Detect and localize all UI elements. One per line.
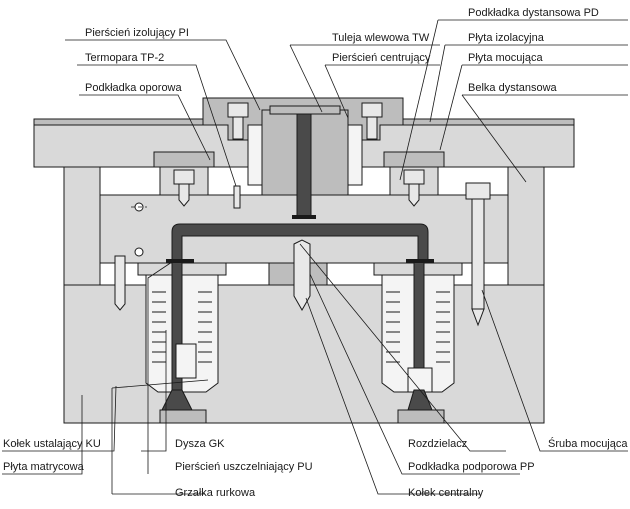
label-pierscien-uszczelniajacy: Pierścień uszczelniający PU — [175, 461, 313, 473]
label-podkladka-oporowa: Podkładka oporowa — [85, 82, 183, 94]
central-pin — [293, 239, 311, 312]
label-termopara: Termopara TP-2 — [85, 52, 164, 64]
spacer-beam-left — [63, 166, 101, 286]
leader-lines — [2, 19, 628, 495]
spacer-beam-right — [507, 166, 545, 286]
flow-channel — [171, 223, 429, 263]
label-kolek-centralny: Kołek centralny — [408, 487, 484, 499]
label-podkladka-dystansowa: Podkładka dystansowa PD — [468, 7, 599, 19]
label-podkladka-podporowa: Podkładka podporowa PP — [408, 461, 535, 473]
label-sruba-mocujaca: Śruba mocująca — [548, 437, 628, 450]
nozzle-right — [373, 259, 463, 424]
locating-dowel — [114, 255, 126, 311]
spacer-washer-right — [383, 151, 445, 168]
label-plyta-matrycowa: Płyta matrycowa — [3, 461, 85, 473]
sprue-channel — [296, 109, 312, 219]
label-kolek-ustalajacy: Kołek ustalający KU — [3, 438, 101, 450]
centering-ring-right — [347, 124, 363, 186]
label-grzalka: Grzałka rurkowa — [175, 487, 256, 499]
label-tuleja-wlewowa: Tuleja wlewowa TW — [332, 32, 430, 44]
label-pierscien-centrujacy: Pierścień centrujący — [332, 52, 431, 64]
label-belka-dystansowa: Belka dystansowa — [468, 82, 558, 94]
label-pierscien-izolujacy: Pierścień izolujący PI — [85, 27, 189, 39]
sprue-tip — [292, 215, 316, 219]
pad-bolt-right — [403, 169, 425, 207]
nozzle-left — [137, 259, 227, 424]
top-bolt-right — [361, 102, 383, 140]
centering-ring-left — [247, 124, 263, 186]
pad-bolt-left — [173, 169, 195, 207]
label-dysza: Dysza GK — [175, 438, 225, 450]
sprue-cap — [269, 105, 341, 115]
label-plyta-izolacyjna: Płyta izolacyjna — [468, 32, 545, 44]
thermocouple — [233, 185, 241, 209]
spacer-washer-left — [153, 151, 215, 168]
fixing-screw — [465, 182, 491, 327]
top-bolt-left — [227, 102, 249, 140]
label-plyta-mocujaca: Płyta mocująca — [468, 52, 543, 64]
manifold-hole-2 — [134, 247, 144, 257]
label-rozdzielacz: Rozdzielacz — [408, 438, 467, 450]
